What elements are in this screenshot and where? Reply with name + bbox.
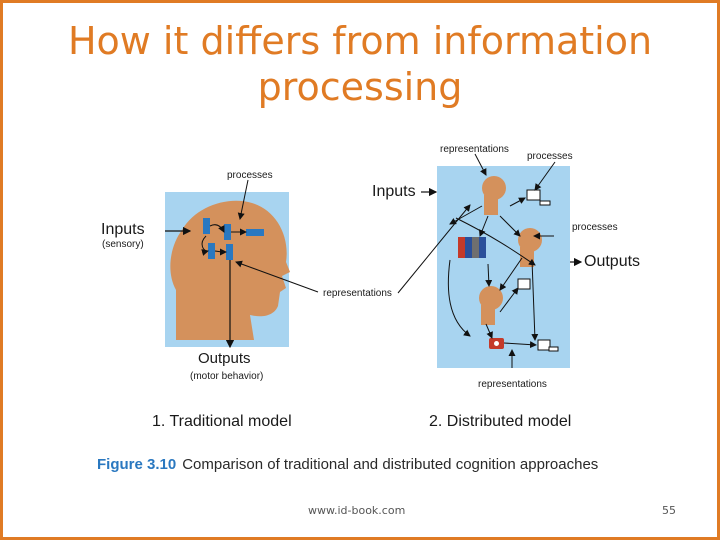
page-number: 55 — [662, 504, 676, 517]
distributed-inputs-label: Inputs — [372, 183, 416, 200]
distributed-processes-right-label: processes — [572, 222, 618, 233]
process-block-5 — [226, 244, 233, 260]
distributed-panel — [437, 166, 570, 368]
traditional-model-label: 1. Traditional model — [152, 413, 292, 430]
footer-url[interactable]: www.id-book.com — [308, 504, 406, 517]
distributed-model-label: 2. Distributed model — [429, 413, 572, 430]
slide-title: How it differs from information processi… — [20, 18, 700, 110]
traditional-inputs-sub-label: (sensory) — [102, 239, 144, 250]
traditional-outputs-label: Outputs — [198, 350, 251, 367]
distributed-processes-top-label: processes — [527, 151, 573, 162]
figure-caption: Figure 3.10 Comparison of traditional and… — [97, 456, 598, 473]
title-line-2: processing — [257, 65, 463, 109]
traditional-processes-label: processes — [227, 170, 273, 181]
computer-icon-middle — [517, 278, 531, 290]
distributed-representations-bottom-label: representations — [478, 379, 547, 390]
computer-icon-top — [526, 189, 551, 206]
traditional-model — [165, 179, 319, 349]
books-icon — [458, 237, 486, 258]
telephone-icon — [489, 338, 504, 349]
person-head-1 — [482, 176, 506, 215]
process-block-2 — [224, 224, 231, 240]
figure-caption-text: Comparison of traditional and distribute… — [182, 456, 599, 473]
title-line-1: How it differs from information — [67, 19, 653, 63]
process-block-4 — [208, 243, 215, 259]
traditional-outputs-sub-label: (motor behavior) — [190, 371, 264, 382]
distributed-model — [421, 153, 583, 368]
process-block-1 — [203, 218, 210, 234]
computer-icon-bottom — [537, 339, 559, 352]
person-head-3 — [479, 286, 503, 325]
process-block-3 — [246, 229, 264, 236]
distributed-representations-top-label: representations — [440, 144, 509, 155]
distributed-outputs-label: Outputs — [584, 253, 641, 270]
traditional-inputs-label: Inputs — [101, 221, 145, 238]
shared-representations-label: representations — [323, 288, 392, 299]
figure-number: Figure 3.10 — [97, 456, 177, 473]
